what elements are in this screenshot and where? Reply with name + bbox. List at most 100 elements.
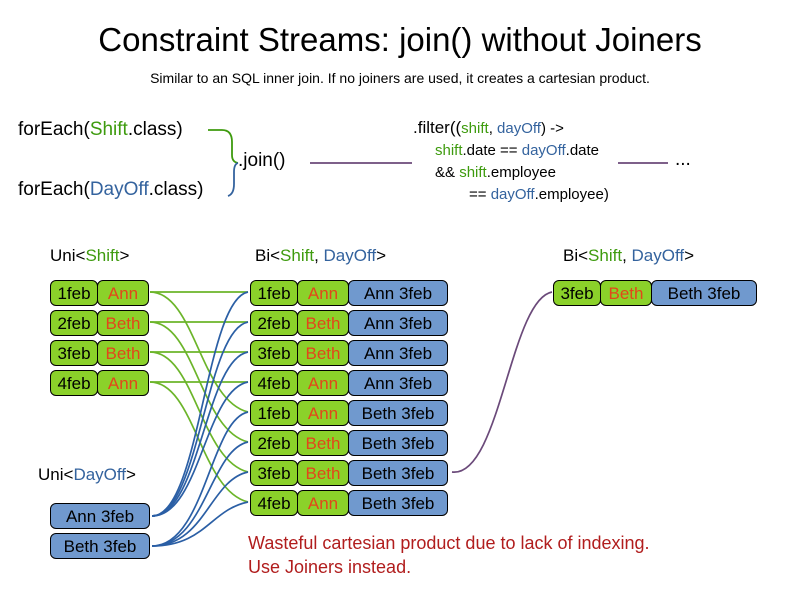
dayoff-label[interactable]: Beth 3feb <box>50 533 150 559</box>
page-subtitle: Similar to an SQL inner join. If no join… <box>150 70 650 86</box>
foreach-shift-prefix: forEach( <box>18 119 90 140</box>
shift-date[interactable]: 3feb <box>50 340 98 366</box>
pair-shift-date[interactable]: 1feb <box>250 280 298 306</box>
filter-l3-and: && <box>435 164 460 181</box>
pair-shift-employee[interactable]: Ann <box>297 370 349 396</box>
warning-text: Wasteful cartesian product due to lack o… <box>248 531 650 579</box>
result-shift-date[interactable]: 3feb <box>553 280 601 306</box>
result-dayoff[interactable]: Beth 3feb <box>651 280 757 306</box>
bi-right-type2: DayOff <box>631 246 685 265</box>
label-uni-dayoff: Uni<DayOff> <box>38 465 136 485</box>
filter-line-3: && shift.employee <box>435 162 609 184</box>
bi-right-type1: Shift <box>588 246 623 265</box>
shift-date[interactable]: 2feb <box>50 310 98 336</box>
label-bi-right: Bi<Shift, DayOff> <box>563 246 694 266</box>
filter-l4-field: .employee) <box>534 186 609 203</box>
pair-dayoff[interactable]: Ann 3feb <box>348 280 448 306</box>
filter-param-dayoff: dayOff <box>497 120 541 137</box>
foreach-shift-suffix: .class) <box>127 119 183 140</box>
warning-line-1: Wasteful cartesian product due to lack o… <box>248 533 650 553</box>
brace-dayoff-to-join <box>227 162 239 197</box>
result-connector <box>451 291 553 473</box>
pair-shift-date[interactable]: 3feb <box>250 460 298 486</box>
brace-shift-to-join <box>208 129 239 164</box>
shift-employee[interactable]: Beth <box>97 340 149 366</box>
uni-shift-suffix: > <box>119 246 130 265</box>
filter-l4-dayoff: dayOff <box>490 186 535 203</box>
filter-l3-shift: shift <box>459 164 487 181</box>
pair-shift-employee[interactable]: Ann <box>297 280 349 306</box>
pair-dayoff[interactable]: Ann 3feb <box>348 370 448 396</box>
uni-dayoff-suffix: > <box>126 465 136 484</box>
filter-l2-op: .date == <box>462 142 522 159</box>
filter-arrow: ) -> <box>540 120 564 137</box>
pair-shift-date[interactable]: 2feb <box>250 310 298 336</box>
filter-line-2: shift.date == dayOff.date <box>435 140 609 162</box>
shift-employee[interactable]: Beth <box>97 310 149 336</box>
bi-mid-type2: DayOff <box>323 246 377 265</box>
bi-right-suffix: > <box>684 246 695 265</box>
dayoff-label[interactable]: Ann 3feb <box>50 503 150 529</box>
warning-line-2: Use Joiners instead. <box>248 557 412 577</box>
filter-l4-op: == <box>469 186 491 203</box>
pair-dayoff[interactable]: Ann 3feb <box>348 310 448 336</box>
pair-shift-date[interactable]: 1feb <box>250 400 298 426</box>
shift-date[interactable]: 4feb <box>50 370 98 396</box>
filter-prefix: .filter(( <box>413 118 462 137</box>
pair-shift-date[interactable]: 4feb <box>250 490 298 516</box>
foreach-dayoff-type: DayOff <box>89 179 149 200</box>
pair-dayoff[interactable]: Beth 3feb <box>348 460 448 486</box>
uni-shift-prefix: Uni< <box>50 246 86 265</box>
code-foreach-dayoff: forEach(DayOff.class) <box>18 178 204 202</box>
dayoff-row[interactable]: Ann 3feb <box>50 503 150 529</box>
filter-l2-shift: shift <box>435 142 463 159</box>
shift-employee[interactable]: Ann <box>97 370 149 396</box>
pair-shift-employee[interactable]: Beth <box>297 310 349 336</box>
shift-employee[interactable]: Ann <box>97 280 149 306</box>
pair-shift-date[interactable]: 2feb <box>250 430 298 456</box>
page-title: Constraint Streams: join() without Joine… <box>98 21 702 58</box>
code-filter-block: .filter((shift, dayOff) -> shift.date ==… <box>413 117 609 206</box>
bi-mid-suffix: > <box>376 246 387 265</box>
filter-line-1: .filter((shift, dayOff) -> <box>413 117 609 140</box>
pair-shift-employee[interactable]: Ann <box>297 400 349 426</box>
bi-right-prefix: Bi< <box>563 246 589 265</box>
pair-dayoff[interactable]: Beth 3feb <box>348 490 448 516</box>
pair-shift-date[interactable]: 4feb <box>250 370 298 396</box>
code-foreach-shift: forEach(Shift.class) <box>18 118 183 142</box>
pair-dayoff[interactable]: Ann 3feb <box>348 340 448 366</box>
label-uni-shift: Uni<Shift> <box>50 246 129 266</box>
result-shift-employee[interactable]: Beth <box>600 280 652 306</box>
filter-l2-dayoff: dayOff <box>521 142 566 159</box>
dayoff-row[interactable]: Beth 3feb <box>50 533 150 559</box>
pair-shift-employee[interactable]: Ann <box>297 490 349 516</box>
bi-mid-sep: , <box>314 246 324 265</box>
pair-shift-date[interactable]: 3feb <box>250 340 298 366</box>
pair-shift-employee[interactable]: Beth <box>297 340 349 366</box>
pair-shift-employee[interactable]: Beth <box>297 460 349 486</box>
code-join: .join() <box>238 150 286 171</box>
filter-comma: , <box>488 120 498 137</box>
pair-shift-employee[interactable]: Beth <box>297 430 349 456</box>
uni-dayoff-type: DayOff <box>73 465 127 484</box>
filter-l2-field: .date <box>565 142 600 159</box>
pair-dayoff[interactable]: Beth 3feb <box>348 400 448 426</box>
uni-dayoff-prefix: Uni< <box>38 465 74 484</box>
pair-dayoff[interactable]: Beth 3feb <box>348 430 448 456</box>
shift-date[interactable]: 1feb <box>50 280 98 306</box>
bi-right-sep: , <box>622 246 632 265</box>
